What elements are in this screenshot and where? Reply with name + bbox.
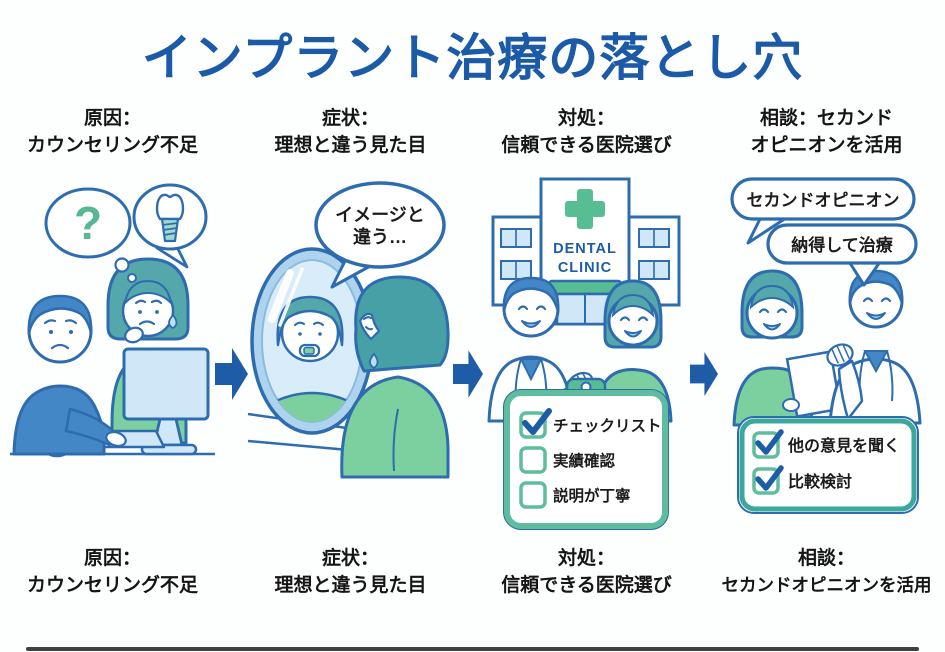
- step-cause-header: 原因： カウンセリング不足: [10, 106, 215, 172]
- step-consult-footer-line1: 相談：: [797, 548, 855, 569]
- implant-speech-bubble: [132, 183, 208, 269]
- checklist-label: チェックリスト: [553, 417, 662, 435]
- mirror-glare: [278, 267, 304, 327]
- right-arrow-icon: [690, 351, 718, 397]
- mirror-glare: [268, 269, 294, 323]
- bottom-divider: [26, 647, 919, 651]
- open-hand: [826, 343, 854, 367]
- doctor: [826, 269, 922, 425]
- checkbox: [519, 446, 547, 474]
- checkmark-icon: [522, 408, 552, 435]
- clinic-windows: [500, 228, 670, 280]
- step-symptom-footer: 症状： 理想と違う見た目: [248, 546, 453, 600]
- mirror-reflection: [262, 295, 362, 422]
- bubble2-text: 納得して治療: [791, 235, 893, 255]
- illustration-symptom: イメージと 違う…: [248, 172, 453, 534]
- right-arrow-icon: [215, 348, 248, 400]
- sweat-drop-icon: [369, 352, 379, 370]
- step-consult-header-line2: オピニオンを活用: [750, 134, 903, 156]
- step-symptom-header-line1: 症状：: [321, 108, 379, 129]
- step-cause-header-line2: カウンセリング不足: [26, 134, 198, 156]
- step-consult: 相談：セカンド オピニオンを活用: [718, 106, 935, 600]
- step-remedy-header-line1: 対処：: [557, 108, 615, 129]
- checklist-board: [739, 418, 917, 512]
- bubble-text-line2: 違う…: [353, 226, 407, 247]
- step-remedy: 対処： 信頼できる医院選び DENTAL CLINIC: [483, 106, 690, 600]
- arrow-3: [690, 106, 718, 600]
- checkbox: [752, 431, 780, 459]
- checkbox: [519, 481, 547, 509]
- checklist-item-2: 実績確認: [519, 446, 616, 474]
- step-remedy-footer-line2: 信頼できる医院選び: [501, 574, 672, 596]
- step-consult-header: 相談：セカンド オピニオンを活用: [718, 106, 935, 172]
- checklist-item-2: 比較検討: [752, 465, 852, 495]
- green-cross-icon: [565, 201, 605, 217]
- hand-on-keyboard: [105, 430, 127, 448]
- page-title: インプラント治療の落とし穴: [141, 30, 804, 86]
- implant-tooth-icon: [303, 346, 315, 355]
- clinic-sign-line2: CLINIC: [558, 260, 612, 276]
- agree-treatment-bubble: 納得して治療: [766, 223, 918, 287]
- bubble-text-line1: イメージと: [335, 205, 425, 225]
- checklist-item-1: チェックリスト: [519, 408, 662, 439]
- woman-with-paper: [732, 269, 842, 427]
- step-remedy-footer: 対処： 信頼できる医院選び: [483, 546, 690, 600]
- question-mark-icon: ?: [74, 197, 102, 249]
- mirror: [250, 247, 374, 435]
- checklist-label: 実績確認: [553, 451, 616, 470]
- paper-document: [785, 350, 842, 418]
- dental-implant-icon: [155, 193, 185, 243]
- step-symptom-header: 症状： 理想と違う見た目: [248, 106, 453, 172]
- worried-man: [12, 294, 127, 456]
- checklist-label: 説明が丁寧: [553, 486, 631, 505]
- illustration-consult: セカンドオピニオン 納得して治療 他の意見を聞く: [718, 172, 935, 534]
- checkmark-icon: [755, 465, 784, 491]
- steps-strip: 原因： カウンセリング不足: [0, 106, 945, 600]
- arrow-1: [215, 106, 248, 600]
- checklist-label: 他の意見を聞く: [787, 436, 900, 455]
- symptom-illustration-svg: イメージと 違う…: [248, 181, 450, 479]
- question-thought-bubble: ?: [44, 187, 137, 283]
- step-consult-footer: 相談： セカンドオピニオンを活用: [718, 546, 935, 598]
- hand-on-chin: [124, 326, 144, 344]
- step-cause-footer-line1: 原因：: [83, 548, 141, 569]
- step-remedy-footer-line1: 対処：: [557, 548, 615, 569]
- checklist-label: 比較検討: [788, 472, 852, 491]
- illustration-remedy: DENTAL CLINIC: [483, 172, 690, 534]
- second-opinion-bubble: セカンドオピニオン: [730, 177, 916, 245]
- checkbox: [752, 467, 780, 495]
- step-consult-header-line1: 相談：セカンド: [759, 108, 893, 129]
- step-symptom-footer-line1: 症状：: [321, 548, 379, 569]
- remedy-illustration-svg: DENTAL CLINIC: [487, 177, 681, 530]
- right-arrow-icon: [453, 350, 483, 398]
- clinic-checklist: チェックリスト 実績確認 説明が丁寧: [503, 377, 669, 530]
- consult-illustration-svg: セカンドオピニオン 納得して治療 他の意見を聞く: [730, 177, 922, 514]
- checklist-item-1: 他の意見を聞く: [752, 429, 900, 459]
- monitor-icon: [122, 347, 210, 421]
- dental-clinic-building: DENTAL CLINIC: [491, 177, 681, 326]
- hand: [782, 398, 800, 412]
- woman-back-view: [340, 275, 450, 479]
- bubble1-text: セカンドオピニオン: [747, 191, 900, 210]
- step-cause-footer-line2: カウンセリング不足: [26, 574, 198, 596]
- illustration-cause: ?: [10, 172, 215, 534]
- checklist-item-3: 説明が丁寧: [519, 481, 631, 509]
- step-cause-header-line1: 原因：: [83, 108, 141, 129]
- step-cause: 原因： カウンセリング不足: [10, 106, 215, 600]
- sweat-drop-icon: [168, 313, 178, 330]
- consult-checklist: 他の意見を聞く 比較検討: [737, 416, 919, 514]
- step-remedy-header-line2: 信頼できる医院選び: [501, 134, 672, 156]
- step-remedy-header: 対処： 信頼できる医院選び: [483, 106, 690, 172]
- step-symptom-header-line2: 理想と違う見た目: [274, 134, 427, 156]
- cause-illustration-svg: ?: [10, 183, 215, 458]
- step-cause-footer: 原因： カウンセリング不足: [10, 546, 215, 600]
- checkmark-icon: [755, 429, 784, 455]
- clinic-sign-line1: DENTAL: [553, 241, 617, 257]
- checkbox: [519, 411, 547, 439]
- arrow-2: [453, 106, 483, 600]
- step-symptom-footer-line2: 理想と違う見た目: [274, 574, 427, 596]
- image-differs-bubble: イメージと 違う…: [314, 181, 446, 289]
- step-symptom: 症状： 理想と違う見た目: [248, 106, 453, 600]
- step-consult-footer-line2: セカンドオピニオンを活用: [721, 574, 932, 595]
